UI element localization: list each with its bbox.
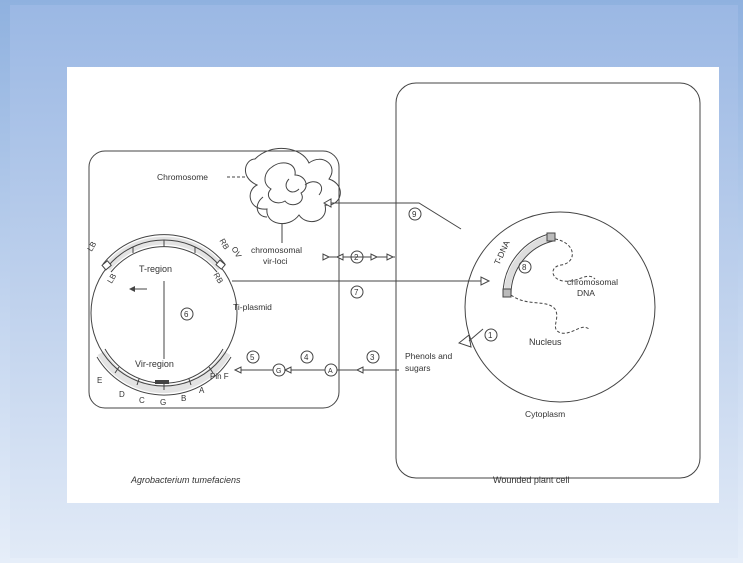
t-dna-left-border <box>503 289 511 297</box>
chromosomal-vir-loci-label-1: chromosomal <box>251 245 302 255</box>
step-7-arrowhead <box>481 277 489 285</box>
ti-plasmid-label: Ti-plasmid <box>233 302 272 312</box>
step-2-arrowhead-right-1 <box>371 254 377 260</box>
cytoplasm-label: Cytoplasm <box>525 409 565 419</box>
lb-outer-label: LB <box>86 240 99 253</box>
step-9-number: 9 <box>412 210 417 219</box>
bacterial-chromosome <box>227 148 340 223</box>
step-5-number: 5 <box>250 353 255 362</box>
t-region-label: T-region <box>139 264 172 274</box>
gene-g-label: G <box>160 398 166 407</box>
gene-a-label: A <box>199 386 205 395</box>
t-dna-right-border <box>547 233 555 241</box>
rb-outer-label: RB <box>218 237 231 251</box>
step-1-number: 1 <box>488 331 493 340</box>
rb-inner-label: RB <box>212 271 225 285</box>
vir-region-label: Vir-region <box>135 359 174 369</box>
chromosomal-dna-lower <box>511 295 589 333</box>
gene-pinf-label: Pin F <box>210 372 229 381</box>
step-5-arrowhead <box>235 367 241 373</box>
slide-background: Chromosome chromosomal vir-loci T-region… <box>10 5 738 558</box>
bacterium-caption: Agrobacterium tumefaciens <box>130 475 241 485</box>
agrobacterium-infection-diagram: Chromosome chromosomal vir-loci T-region… <box>67 67 719 503</box>
chromosomal-dna-upper <box>553 239 595 281</box>
step-4-arrowhead <box>285 367 291 373</box>
step-3-arrowhead <box>357 367 363 373</box>
ov-label: OV <box>230 245 244 260</box>
t-region-arrowhead <box>129 286 135 292</box>
nucleus-label: Nucleus <box>529 337 562 347</box>
gene-c-label: C <box>139 396 145 405</box>
step-2-arrowhead-right-2 <box>387 254 393 260</box>
phenols-label-2: sugars <box>405 363 431 373</box>
chromosomal-dna-label-1: chromosomal <box>567 277 618 287</box>
phenols-label-1: Phenols and <box>405 351 453 361</box>
gene-b-label: B <box>181 394 186 403</box>
step-9-line <box>324 203 461 229</box>
chromosomal-vir-loci-label-2: vir-loci <box>263 256 288 266</box>
t-dna-label: T-DNA <box>492 239 512 267</box>
gene-d-label: D <box>119 390 125 399</box>
step-6-number: 6 <box>184 310 189 319</box>
step-4-number: 4 <box>304 353 309 362</box>
step-2-arrowhead-left-2 <box>337 254 343 260</box>
vir-marker <box>155 380 169 384</box>
g-protein-label: G <box>276 368 281 375</box>
chromosomal-dna-label-2: DNA <box>577 288 595 298</box>
plant-cell-caption: Wounded plant cell <box>493 475 569 485</box>
step-2-number: 2 <box>354 253 359 262</box>
a-protein-label: A <box>328 368 333 375</box>
t-dna-band <box>507 237 553 295</box>
lb-inner-label: LB <box>106 272 119 285</box>
step-1-line <box>469 329 483 341</box>
step-2-arrowhead-left-1 <box>323 254 329 260</box>
step-8-number: 8 <box>522 263 527 272</box>
chromosome-label: Chromosome <box>157 172 208 182</box>
diagram-canvas: Chromosome chromosomal vir-loci T-region… <box>67 67 719 503</box>
gene-e-label: E <box>97 376 102 385</box>
step-3-number: 3 <box>370 353 375 362</box>
step-7-number: 7 <box>354 288 359 297</box>
